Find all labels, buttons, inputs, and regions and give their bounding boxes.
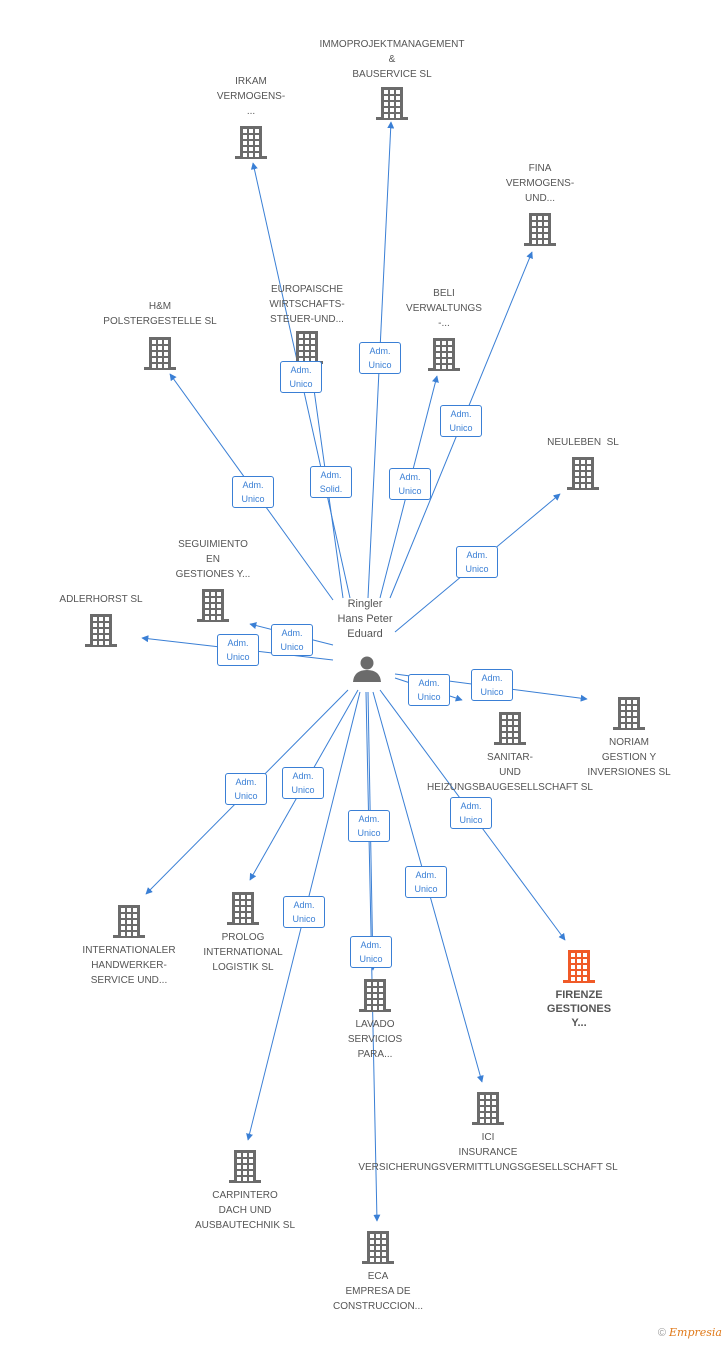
- company-label-firenze[interactable]: FIRENZE GESTIONES Y...: [546, 989, 612, 1029]
- building-icon-adlerhorst: [85, 614, 117, 647]
- building-icon-hm: [144, 337, 176, 370]
- company-label-eca[interactable]: ECA EMPRESA DE CONSTRUCCION...: [333, 1271, 423, 1312]
- relation-label-beli: Adm. Unico: [389, 468, 431, 500]
- building-icon-neuleben: [567, 457, 599, 490]
- relation-label-immoprojekt: Adm. Unico: [359, 342, 401, 374]
- relation-label-europaische: Adm. Solid.: [310, 466, 352, 498]
- company-label-adlerhorst[interactable]: ADLERHORST SL: [59, 594, 143, 605]
- relation-label-sanitar: Adm. Unico: [408, 674, 450, 706]
- company-label-sanitar[interactable]: SANITAR- UND HEIZUNGSBAUGESELLSCHAFT SL: [427, 752, 593, 793]
- relation-label-eca: Adm. Unico: [350, 936, 392, 968]
- company-label-ici[interactable]: ICI INSURANCE VERSICHERUNGSVERMITTLUNGSG…: [358, 1132, 618, 1173]
- relation-label-carpintero: Adm. Unico: [283, 896, 325, 928]
- building-icon-seguimiento: [197, 589, 229, 622]
- building-icon-immoprojekt: [376, 87, 408, 120]
- company-label-carpintero[interactable]: CARPINTERO DACH UND AUSBAUTECHNIK SL: [194, 1190, 296, 1231]
- building-icon-sanitar: [494, 712, 526, 745]
- relation-label-lavado: Adm. Unico: [348, 810, 390, 842]
- relation-label-seguimiento: Adm. Unico: [271, 624, 313, 656]
- relation-label-neuleben: Adm. Unico: [456, 546, 498, 578]
- company-label-noriam[interactable]: NORIAM GESTION Y INVERSIONES SL: [587, 737, 671, 778]
- company-label-internationaler[interactable]: INTERNATIONALER HANDWERKER- SERVICE UND.…: [82, 945, 176, 986]
- copyright-icon: ©: [657, 1327, 666, 1339]
- relation-label-adlerhorst: Adm. Unico: [217, 634, 259, 666]
- person-name[interactable]: Ringler Hans Peter Eduard: [337, 598, 393, 640]
- building-icon-fina: [524, 213, 556, 246]
- relation-label-internationaler: Adm. Unico: [225, 773, 267, 805]
- company-label-irkam[interactable]: IRKAM VERMOGENS- ...: [216, 76, 286, 117]
- node-icons: [85, 87, 645, 1264]
- person-icon: [353, 656, 381, 682]
- company-label-europaische[interactable]: EUROPAISCHE WIRTSCHAFTS- STEUER-UND...: [269, 284, 345, 325]
- brand-logo: Empresia: [669, 1326, 722, 1339]
- company-label-hm[interactable]: H&M POLSTERGESTELLE SL: [103, 301, 217, 327]
- relation-label-noriam: Adm. Unico: [471, 669, 513, 701]
- company-label-seguimiento[interactable]: SEGUIMIENTO EN GESTIONES Y...: [175, 539, 251, 580]
- relation-label-fina: Adm. Unico: [440, 405, 482, 437]
- relation-label-ici: Adm. Unico: [405, 866, 447, 898]
- relation-label-hm: Adm. Unico: [232, 476, 274, 508]
- relation-label-irkam: Adm. Unico: [280, 361, 322, 393]
- company-label-neuleben[interactable]: NEULEBEN SL: [547, 437, 619, 448]
- building-icon-ici: [472, 1092, 504, 1125]
- company-label-prolog[interactable]: PROLOG INTERNATIONAL LOGISTIK SL: [203, 932, 283, 973]
- building-icon-firenze: [563, 950, 595, 983]
- relation-label-prolog: Adm. Unico: [282, 767, 324, 799]
- relation-label-firenze: Adm. Unico: [450, 797, 492, 829]
- building-icon-noriam: [613, 697, 645, 730]
- building-icon-internationaler: [113, 905, 145, 938]
- building-icon-lavado: [359, 979, 391, 1012]
- company-label-immoprojekt[interactable]: IMMOPROJEKTMANAGEMENT & BAUSERVICE SL: [319, 39, 465, 80]
- building-icon-carpintero: [229, 1150, 261, 1183]
- footer: © Empresia: [658, 1326, 722, 1339]
- company-label-lavado[interactable]: LAVADO SERVICIOS PARA...: [347, 1019, 403, 1060]
- company-label-beli[interactable]: BELI VERWALTUNGS -...: [406, 288, 482, 329]
- building-icon-europaische: [291, 331, 323, 364]
- building-icon-eca: [362, 1231, 394, 1264]
- company-label-fina[interactable]: FINA VERMOGENS- UND...: [505, 163, 575, 204]
- building-icon-irkam: [235, 126, 267, 159]
- building-icon-prolog: [227, 892, 259, 925]
- building-icon-beli: [428, 338, 460, 371]
